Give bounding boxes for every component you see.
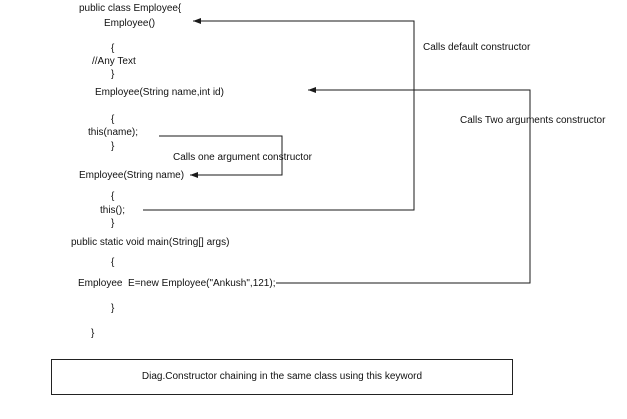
default-constructor-signature: Employee() (104, 18, 156, 29)
two-arg-constructor-close-brace: } (111, 141, 115, 152)
main-method-signature: public static void main(String[] args) (71, 237, 230, 248)
one-arg-constructor-close-brace: } (111, 218, 115, 229)
note-calls-default-constructor: Calls default constructor (423, 42, 531, 53)
arrow-this-to-default-constructor (143, 18, 415, 211)
this-call: this(); (100, 205, 125, 216)
main-open-brace: { (111, 257, 115, 268)
caption-text: Diag.Constructor chaining in the same cl… (141, 371, 423, 382)
comment-any-text: //Any Text (92, 56, 136, 67)
caption-box: Diag.Constructor chaining in the same cl… (51, 359, 513, 395)
two-arg-constructor-open-brace: { (111, 114, 115, 125)
class-close-brace: } (91, 328, 95, 339)
default-constructor-open-brace: { (111, 43, 115, 54)
class-declaration: public class Employee{ (79, 3, 182, 14)
arrow-this-name-to-one-arg-constructor (159, 135, 283, 178)
object-creation-statement: Employee E=new Employee("Ankush",121); (78, 278, 276, 289)
note-calls-one-argument-constructor: Calls one argument constructor (173, 152, 312, 163)
one-arg-constructor-signature: Employee(String name) (79, 170, 185, 181)
two-arg-constructor-signature: Employee(String name,int id) (95, 87, 224, 98)
main-close-brace: } (111, 303, 115, 314)
default-constructor-close-brace: } (111, 69, 115, 80)
this-name-call: this(name); (88, 127, 139, 138)
arrow-new-object-to-two-arg-constructor (276, 87, 531, 284)
one-arg-constructor-open-brace: { (111, 191, 115, 202)
